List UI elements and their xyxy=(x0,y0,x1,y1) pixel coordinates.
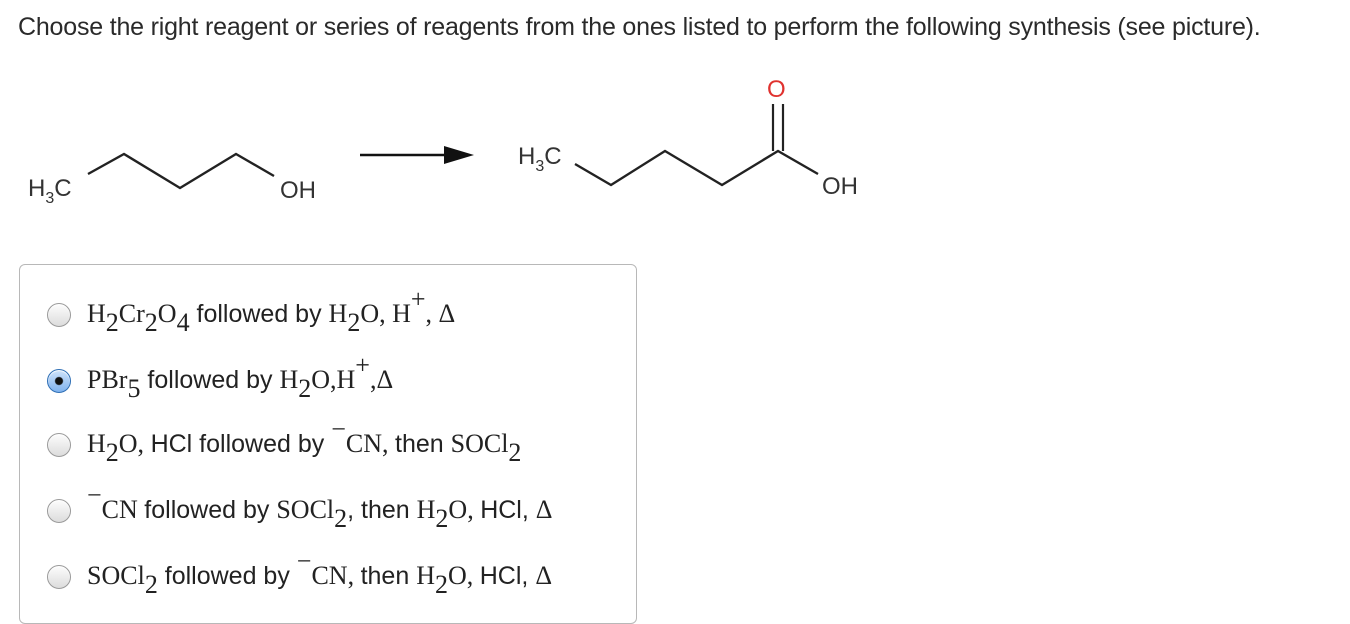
option-text-segment: ,Δ xyxy=(369,365,394,394)
option-text-segment: − xyxy=(87,480,102,510)
option-label: H2O, HCl followed by −CN, then SOCl2 xyxy=(87,416,521,465)
option-label: PBr5 followed by H2O,H+,Δ xyxy=(87,352,394,401)
option-text-segment: H xyxy=(279,365,299,394)
radio-button[interactable] xyxy=(47,369,71,393)
option-text-segment: 2 xyxy=(105,438,119,468)
option-3[interactable]: H2O, HCl followed by −CN, then SOCl2 xyxy=(20,416,620,470)
option-text-segment: PBr xyxy=(87,365,128,394)
option-text-segment: followed by xyxy=(144,496,277,524)
option-text-segment: 2 xyxy=(435,504,449,534)
option-text-segment: HCl, xyxy=(479,562,536,590)
option-text-segment: 2 xyxy=(334,504,348,534)
option-text-segment: O, xyxy=(447,561,480,590)
reactant-structure: H3C OH xyxy=(28,152,316,207)
reactant-h3c-label: H3C xyxy=(28,175,72,207)
option-text-segment: 2 xyxy=(298,374,312,404)
option-label: −CN followed by SOCl2, then H2O, HCl, Δ xyxy=(87,482,553,531)
option-text-segment: then xyxy=(395,430,451,458)
option-text-segment: O, xyxy=(448,495,481,524)
option-text-segment: 2 xyxy=(508,438,522,468)
option-text-segment: then xyxy=(360,562,417,590)
reaction-scheme: H3C OH H3C O OH xyxy=(28,76,858,207)
option-text-segment: H xyxy=(87,429,106,458)
product-structure: H3C O OH xyxy=(518,76,858,200)
option-text-segment: , Δ xyxy=(425,299,456,328)
option-text-segment: O xyxy=(157,299,177,328)
option-text-segment: followed by xyxy=(140,366,280,394)
product-carbonyl-o-label: O xyxy=(767,76,786,103)
reactant-oh-label: OH xyxy=(280,177,316,204)
option-text-segment: CN, xyxy=(345,429,395,458)
option-2[interactable]: PBr5 followed by H2O,H+,Δ xyxy=(20,352,620,406)
option-text-segment: 2 xyxy=(105,308,119,338)
option-text-segment: SOCl xyxy=(87,561,145,590)
option-text-segment: HCl, xyxy=(480,496,536,524)
option-4[interactable]: −CN followed by SOCl2, then H2O, HCl, Δ xyxy=(20,482,620,536)
option-text-segment: + xyxy=(410,284,426,314)
option-1[interactable]: H2Cr2O4 followed by H2O, H+, Δ xyxy=(20,286,620,340)
option-text-segment: H xyxy=(87,299,106,328)
option-text-segment: 2 xyxy=(144,570,158,600)
option-text-segment: Cr xyxy=(118,299,145,328)
question-text: Choose the right reagent or series of re… xyxy=(18,13,1261,41)
radio-button[interactable] xyxy=(47,433,71,457)
option-label: SOCl2 followed by −CN, then H2O, HCl, Δ xyxy=(87,548,553,597)
option-text-segment: O, xyxy=(118,429,151,458)
option-text-segment: SOCl xyxy=(276,495,335,524)
option-text-segment: 5 xyxy=(127,374,141,404)
option-5[interactable]: SOCl2 followed by −CN, then H2O, HCl, Δ xyxy=(20,548,620,602)
option-text-segment: CN, xyxy=(311,561,361,590)
option-text-segment: 2 xyxy=(434,570,448,600)
option-text-segment: O,H xyxy=(311,365,356,394)
option-text-segment: + xyxy=(355,350,370,380)
option-label: H2Cr2O4 followed by H2O, H+, Δ xyxy=(87,286,456,335)
option-text-segment: − xyxy=(331,414,346,444)
answer-options: H2Cr2O4 followed by H2O, H+, Δ PBr5 foll… xyxy=(19,264,637,624)
option-text-segment: 4 xyxy=(176,308,190,338)
option-text-segment: followed by xyxy=(189,300,329,328)
option-text-segment: H xyxy=(328,299,348,328)
option-text-segment: H xyxy=(416,561,435,590)
option-text-segment: HCl followed by xyxy=(150,430,332,458)
radio-button[interactable] xyxy=(47,303,71,327)
option-text-segment: − xyxy=(296,546,312,576)
reaction-arrow-icon xyxy=(360,146,474,164)
product-h3c-label: H3C xyxy=(518,143,562,175)
option-text-segment: Δ xyxy=(535,561,553,590)
option-text-segment: Δ xyxy=(535,495,553,524)
option-text-segment: followed by xyxy=(157,562,297,590)
option-text-segment: , then xyxy=(347,496,417,524)
option-text-segment: H xyxy=(416,495,436,524)
option-text-segment: CN xyxy=(101,495,145,524)
product-oh-label: OH xyxy=(822,173,858,200)
option-text-segment: 2 xyxy=(347,308,361,338)
option-text-segment: O, H xyxy=(360,299,411,328)
radio-button[interactable] xyxy=(47,565,71,589)
option-text-segment: SOCl xyxy=(450,429,509,458)
option-text-segment: 2 xyxy=(144,308,158,338)
radio-button[interactable] xyxy=(47,499,71,523)
